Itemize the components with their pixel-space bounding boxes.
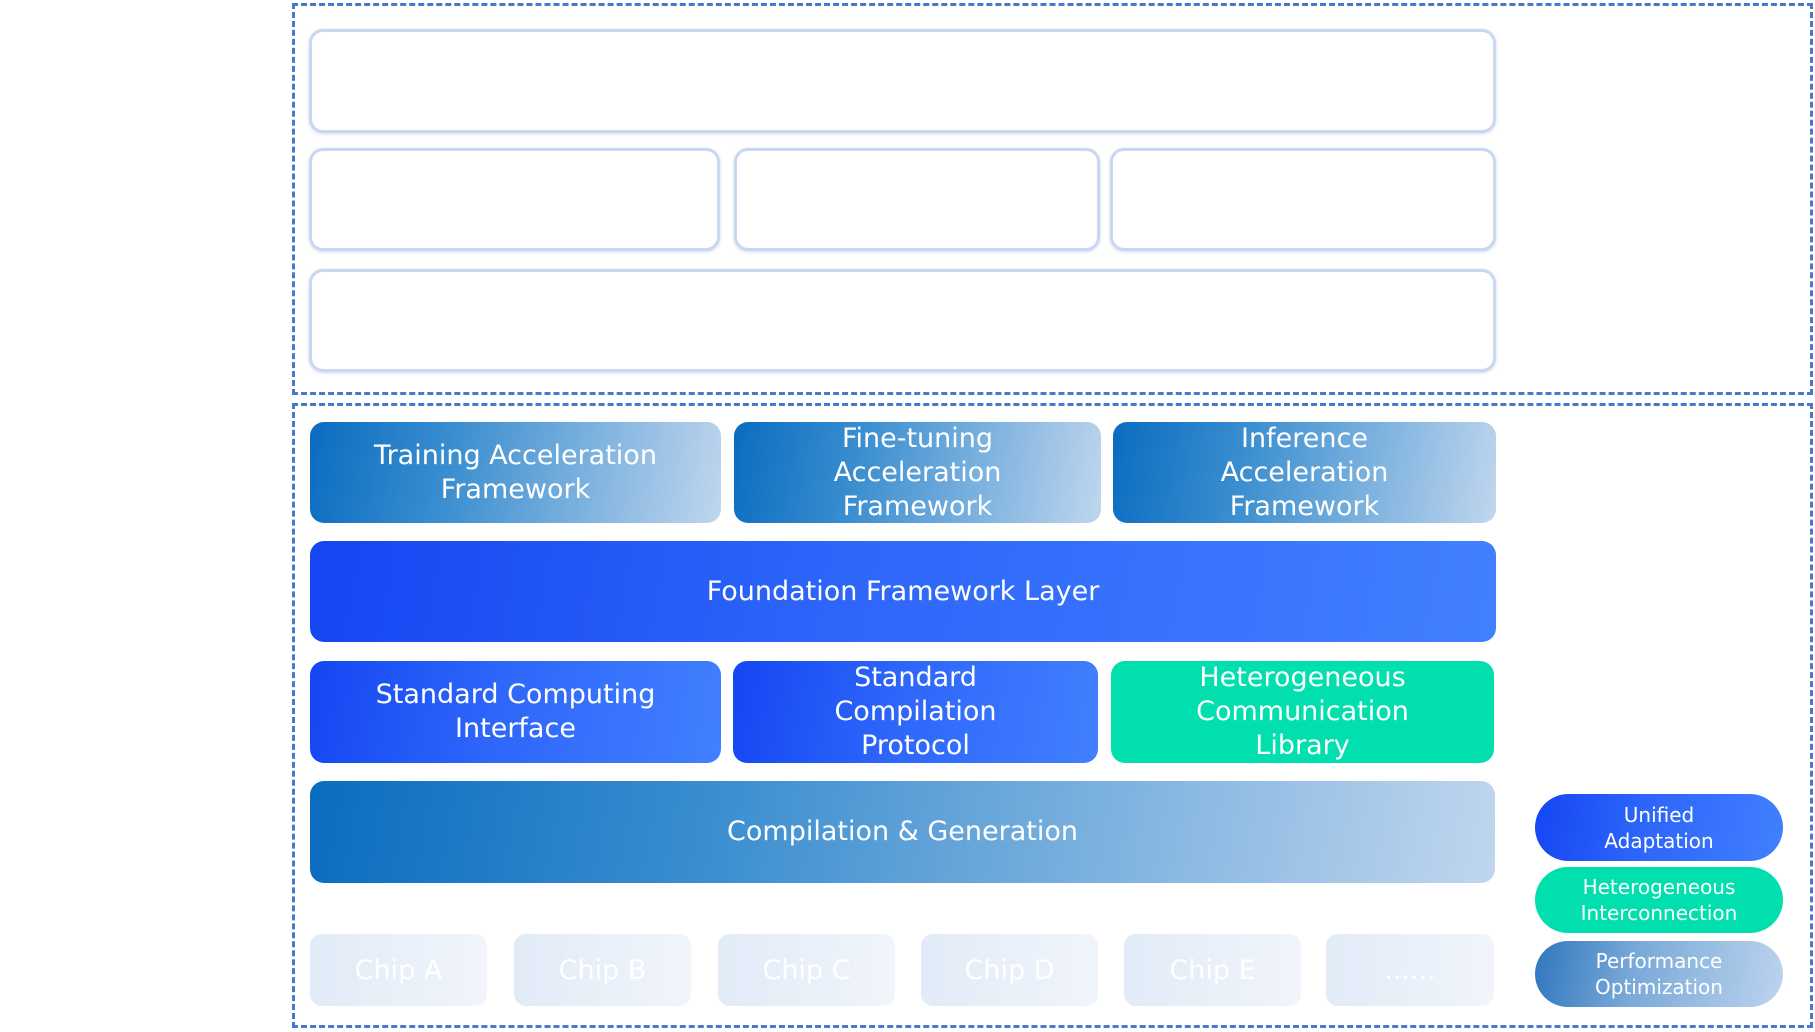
legend-unified-adaptation: Unified Adaptation	[1535, 794, 1783, 861]
placeholder-box-middle-3	[1110, 148, 1496, 251]
placeholder-box-middle-1	[309, 148, 720, 251]
fine-tuning-acceleration-framework: Fine-tuning Acceleration Framework	[734, 422, 1101, 523]
compilation-generation: Compilation & Generation	[310, 781, 1495, 883]
chip-a: Chip A	[310, 934, 487, 1006]
lower-section	[292, 403, 1813, 1028]
inference-acceleration-framework: Inference Acceleration Framework	[1113, 422, 1496, 523]
standard-compilation-protocol: Standard Compilation Protocol	[733, 661, 1098, 763]
standard-computing-interface: Standard Computing Interface	[310, 661, 721, 763]
foundation-framework-layer: Foundation Framework Layer	[310, 541, 1496, 642]
chip-more: ......	[1326, 934, 1494, 1006]
chip-b: Chip B	[514, 934, 691, 1006]
placeholder-box-top	[309, 29, 1496, 133]
legend-performance-optimization: Performance Optimization	[1535, 941, 1783, 1007]
training-acceleration-framework: Training Acceleration Framework	[310, 422, 721, 523]
placeholder-box-middle-2	[734, 148, 1100, 251]
chip-e: Chip E	[1124, 934, 1301, 1006]
chip-c: Chip C	[718, 934, 895, 1006]
legend-heterogeneous-interconnection: Heterogeneous Interconnection	[1535, 867, 1783, 933]
placeholder-box-bottom	[309, 269, 1496, 372]
heterogeneous-communication-library: Heterogeneous Communication Library	[1111, 661, 1494, 763]
upper-section	[292, 3, 1813, 395]
chip-d: Chip D	[921, 934, 1098, 1006]
